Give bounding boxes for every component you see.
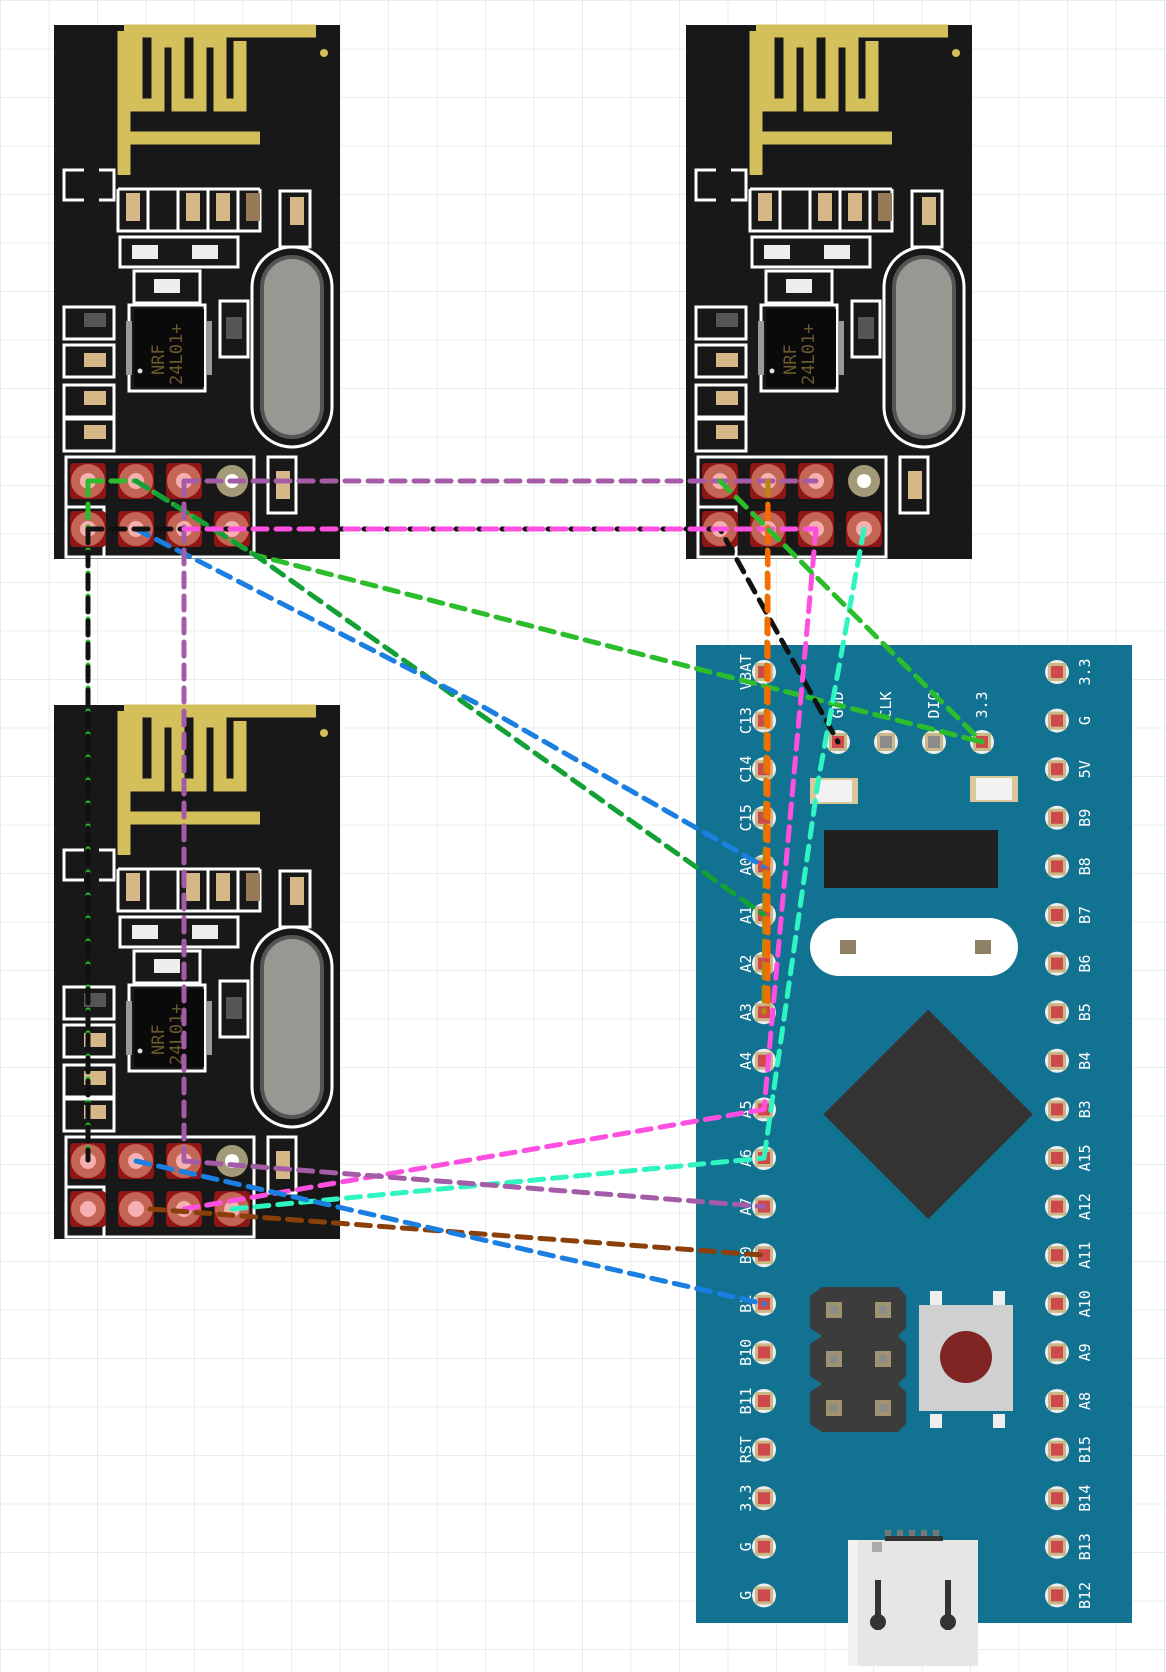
boot-jumpers[interactable] (810, 1287, 906, 1432)
mcu-pin-label: A9 (1076, 1343, 1094, 1361)
mcu-pin-right[interactable] (1045, 757, 1069, 782)
mcu-pin-label: RST (737, 1436, 755, 1463)
swd-pin-label: 3.3 (973, 691, 991, 718)
mcu-pin-label: G (737, 1591, 755, 1600)
wires (85, 478, 985, 1307)
mcu-pin-label: B9 (1076, 809, 1094, 827)
mcu-pin-label: A2 (737, 955, 755, 973)
mcu-pin-label: A10 (1076, 1290, 1094, 1317)
mcu-pin-right[interactable] (1045, 1486, 1069, 1511)
mcu-pin-label: A3 (737, 1003, 755, 1021)
mcu-pin-right[interactable] (1045, 1583, 1069, 1608)
mcu-pin-label: B8 (1076, 857, 1094, 875)
wire[interactable] (761, 526, 867, 1161)
mcu-pin-right[interactable] (1045, 708, 1069, 733)
mcu-pin-right[interactable] (1045, 805, 1069, 830)
stm32-blue-pill-board[interactable]: VBATC13C14C15A0A1A2A3A4A5A6A7B0B1B10B11R… (696, 645, 1132, 1666)
mcu-pin-label: B7 (1076, 906, 1094, 924)
mcu-pin-label: A1 (737, 906, 755, 924)
swd-pin-label: CLK (877, 691, 895, 718)
nrf-header-pin[interactable] (848, 465, 880, 497)
mcu-pin-label: G (1076, 716, 1094, 725)
mcu-pin-label: B5 (1076, 1003, 1094, 1021)
mcu-pin-left[interactable] (752, 1048, 776, 1073)
mcu-pin-left[interactable] (752, 1340, 776, 1365)
mcu-pin-label: 3.3 (737, 1485, 755, 1512)
micro-usb-port[interactable] (848, 1530, 978, 1666)
mcu-pin-left[interactable] (752, 1389, 776, 1413)
mcu-pin-left[interactable] (752, 1583, 776, 1608)
mcu-pin-label: C14 (737, 756, 755, 783)
mcu-pin-right[interactable] (1045, 854, 1069, 879)
wire[interactable] (717, 478, 985, 745)
mcu-pin-left[interactable] (752, 1486, 776, 1511)
mcu-pin-label: B3 (1076, 1100, 1094, 1118)
wire[interactable] (761, 526, 819, 1112)
mcu-pin-right[interactable] (1045, 1048, 1069, 1073)
mcu-pin-right[interactable] (1045, 1000, 1069, 1025)
mcu-pin-label: A15 (1076, 1144, 1094, 1171)
wire[interactable] (181, 1158, 767, 1210)
mcu-pin-label: 5V (1076, 760, 1094, 778)
mcu-pin-right[interactable] (1045, 1340, 1069, 1365)
mcu-pin-label: A0 (737, 857, 755, 875)
mcu-pin-right[interactable] (1045, 1146, 1069, 1170)
mcu-pin-right[interactable] (1045, 1194, 1069, 1219)
mcu-pin-label: B11 (737, 1387, 755, 1414)
mcu-pin-right[interactable] (1045, 1097, 1069, 1122)
mcu-pin-label: B15 (1076, 1436, 1094, 1463)
reset-button[interactable] (919, 1291, 1013, 1428)
mcu-pin-label: G (737, 1542, 755, 1551)
mcu-pin-label: A8 (1076, 1392, 1094, 1410)
mcu-pin-label: A4 (737, 1052, 755, 1070)
mcu-chip (823, 1009, 1033, 1219)
mcu-pin-right[interactable] (1045, 951, 1069, 976)
nrf-header-pin[interactable] (70, 1191, 106, 1227)
swd-pin[interactable] (874, 730, 898, 754)
mcu-pin-left[interactable] (752, 660, 776, 684)
mcu-pin-label: C15 (737, 804, 755, 831)
wire[interactable] (133, 1158, 767, 1307)
mcu-pin-label: B4 (1076, 1052, 1094, 1070)
mcu-pin-label: A11 (1076, 1242, 1094, 1269)
mcu-pin-label: B6 (1076, 955, 1094, 973)
mcu-pin-right[interactable] (1045, 1389, 1069, 1413)
mcu-pin-left[interactable] (752, 1437, 776, 1462)
mcu-pin-right[interactable] (1045, 903, 1069, 927)
mcu-pin-left[interactable] (752, 1534, 776, 1559)
wire[interactable] (133, 478, 767, 918)
mcu-pin-right[interactable] (1045, 1291, 1069, 1316)
mcu-pin-label: B13 (1076, 1533, 1094, 1560)
mcu-pin-right[interactable] (1045, 1534, 1069, 1559)
mcu-pin-label: B14 (1076, 1485, 1094, 1512)
mcu-pin-label: C13 (737, 707, 755, 734)
mcu-pin-right[interactable] (1045, 1243, 1069, 1268)
wire[interactable] (229, 1155, 767, 1212)
wire[interactable] (133, 526, 767, 869)
mcu-pin-right[interactable] (1045, 1437, 1069, 1462)
mcu-pin-label: B10 (737, 1339, 755, 1366)
nrf-header-pin[interactable] (216, 1145, 248, 1177)
mcu-pin-label: B12 (1076, 1582, 1094, 1609)
mcu-pin-right[interactable] (1045, 660, 1069, 684)
mcu-pin-label: 3.3 (1076, 658, 1094, 685)
mcu-pin-label: A12 (1076, 1193, 1094, 1220)
